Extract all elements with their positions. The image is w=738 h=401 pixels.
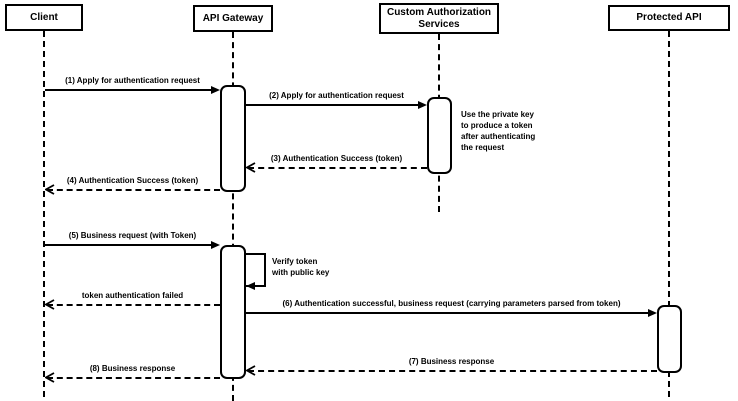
activation-api-gateway-business <box>220 245 246 379</box>
participant-api-gateway: API Gateway <box>193 5 273 32</box>
message-5-business-request-with-token-label: (5) Business request (with Token) <box>68 231 197 240</box>
message-6-authentication-successful-business-request-arrowhead-icon <box>648 309 657 317</box>
participant-client-lifeline <box>43 31 45 397</box>
participant-protected-api: Protected API <box>608 5 730 31</box>
message-1-apply-for-authentication-request-arrowhead-icon <box>211 86 220 94</box>
participant-custom-authorization-services: Custom Authorization Services <box>379 3 499 34</box>
message-token-authentication-failed-line <box>47 304 220 306</box>
message-1-apply-for-authentication-request-label: (1) Apply for authentication request <box>65 76 200 85</box>
message-1-apply-for-authentication-request-line <box>45 89 212 91</box>
participant-api-gateway-lifeline <box>232 32 234 401</box>
message-7-business-response-arrowhead-icon <box>246 365 256 376</box>
message-2-apply-for-authentication-request-arrowhead-icon <box>418 101 427 109</box>
activation-custom-authorization-services <box>427 97 452 174</box>
self-message-verify-token-arrowhead-icon <box>246 282 255 290</box>
participant-protected-api-lifeline <box>668 31 670 397</box>
message-7-business-response-line <box>248 370 657 372</box>
message-8-business-response-arrowhead-icon <box>45 372 55 383</box>
message-4-authentication-success-token-label: (4) Authentication Success (token) <box>66 176 199 185</box>
message-3-authentication-success-token-line <box>248 167 427 169</box>
message-2-apply-for-authentication-request-label: (2) Apply for authentication request <box>269 91 404 100</box>
message-7-business-response-label: (7) Business response <box>408 357 495 366</box>
message-6-authentication-successful-business-request-label: (6) Authentication successful, business … <box>282 299 621 308</box>
note-use-private-key: Use the private key to produce a token a… <box>461 110 536 152</box>
message-4-authentication-success-token-arrowhead-icon <box>45 184 55 195</box>
message-token-authentication-failed-label: token authentication failed <box>81 291 184 300</box>
message-2-apply-for-authentication-request-line <box>246 104 419 106</box>
activation-protected-api <box>657 305 682 373</box>
message-5-business-request-with-token-line <box>45 244 212 246</box>
participant-client: Client <box>5 4 83 31</box>
self-message-verify-token-loop <box>246 253 266 287</box>
message-3-authentication-success-token-arrowhead-icon <box>246 162 256 173</box>
activation-api-gateway-auth <box>220 85 246 192</box>
message-8-business-response-label: (8) Business response <box>89 364 176 373</box>
message-4-authentication-success-token-line <box>47 189 220 191</box>
message-3-authentication-success-token-label: (3) Authentication Success (token) <box>270 154 403 163</box>
message-8-business-response-line <box>47 377 220 379</box>
message-5-business-request-with-token-arrowhead-icon <box>211 241 220 249</box>
message-6-authentication-successful-business-request-line <box>246 312 649 314</box>
message-token-authentication-failed-arrowhead-icon <box>45 299 55 310</box>
